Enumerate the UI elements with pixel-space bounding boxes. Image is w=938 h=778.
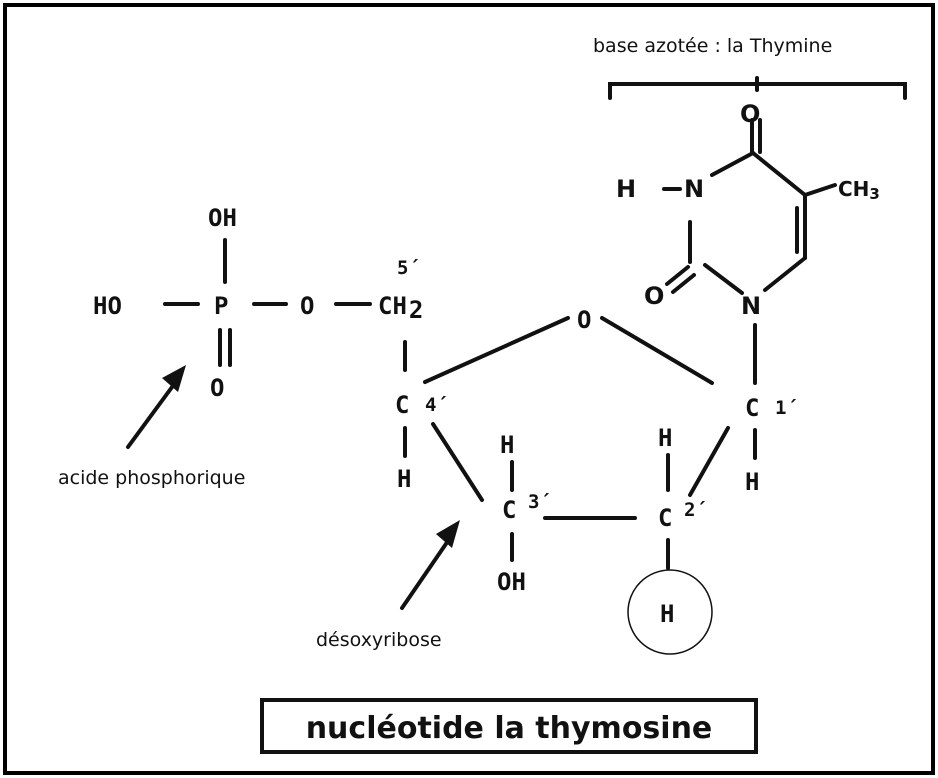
atom-c3: C (502, 496, 516, 524)
label-acid: acide phosphorique (58, 467, 245, 489)
atom-h2-top: H (658, 424, 672, 452)
atom-ch3: CH3 (838, 177, 880, 203)
diagram-title: nucléotide la thymosine (306, 711, 713, 746)
prime-1: 1´ (775, 397, 798, 419)
atom-o-left: O (644, 282, 664, 310)
bond-n3-c4 (710, 151, 755, 177)
bond-c5-ch3 (803, 183, 837, 197)
atom-c2: C (658, 504, 672, 532)
atom-ring-o: O (577, 306, 591, 334)
atom-h1: H (745, 468, 759, 496)
atom-o-top: O (740, 100, 760, 128)
bonds (163, 76, 907, 570)
atom-p: P (214, 292, 228, 320)
prime-4: 4´ (425, 394, 448, 416)
prime-3: 3´ (528, 491, 551, 513)
atom-oh3: OH (497, 568, 526, 596)
bond-o-c1 (600, 316, 714, 385)
atom-h3: H (500, 431, 514, 459)
atom-h-n: H (616, 175, 636, 203)
atom-ch2: CH2 (378, 292, 423, 324)
sugar-arrow-shaft (400, 536, 452, 610)
bond-c2-o-a (665, 265, 690, 286)
bond-c2-o-b (671, 273, 696, 294)
acid-arrow-shaft (126, 381, 177, 449)
title-box (260, 698, 758, 754)
atom-ho: HO (93, 292, 122, 320)
bond-c2-c1 (688, 426, 730, 497)
atoms: OH HO P O O CH2 5´ O C 4´ H H C 3´ OH H … (93, 100, 880, 628)
diagram-frame (3, 3, 935, 775)
atom-oh-top: OH (208, 204, 237, 232)
prime-5: 5´ (397, 257, 420, 279)
bond-c4-c5 (751, 151, 807, 197)
atom-c4: C (395, 391, 409, 419)
bond-n1-c2 (703, 263, 744, 295)
sugar-arrow-head (436, 520, 460, 548)
atom-o-link: O (300, 292, 314, 320)
label-base: base azotée : la Thymine (593, 35, 832, 57)
atom-h2-circle: H (660, 600, 674, 628)
h-highlight-circle (627, 569, 713, 655)
atom-n3: N (684, 175, 704, 203)
arrows (126, 365, 460, 610)
atom-o-double: O (210, 374, 224, 402)
bond-c6-n1 (763, 256, 807, 292)
atom-h4: H (397, 465, 411, 493)
bond-c4-c3 (431, 422, 484, 502)
atom-c1: C (745, 394, 759, 422)
bond-c4-o (423, 316, 570, 384)
label-sugar: désoxyribose (316, 629, 442, 651)
prime-2: 2´ (684, 499, 707, 521)
acid-arrow-head (162, 365, 186, 392)
atom-n1: N (741, 292, 761, 320)
